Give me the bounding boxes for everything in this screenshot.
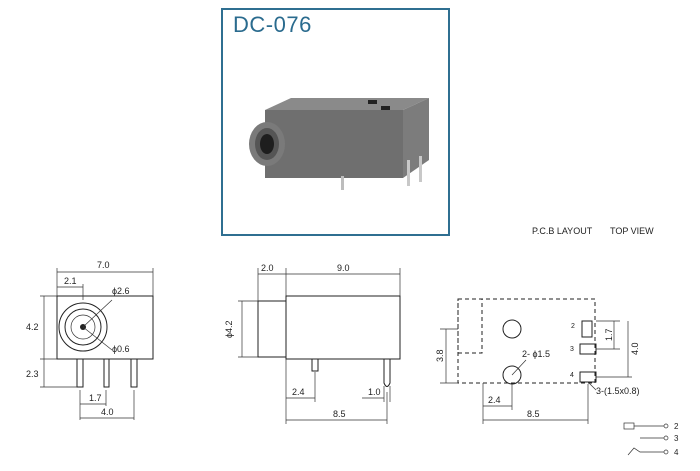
barrel-hole [260, 134, 274, 154]
top-slot-2 [381, 106, 390, 110]
schematic-label-4: 4 [674, 448, 679, 457]
pcb-pad-3-label: 3 [570, 346, 574, 353]
side-overall-label: 8.5 [333, 409, 346, 419]
pcb-height-label: 3.8 [435, 349, 445, 362]
side-body-outline [285, 295, 401, 360]
body-side-face [403, 98, 429, 178]
pcb-pad-3 [579, 343, 597, 355]
front-pin-dia-label: ϕ0.6 [112, 344, 130, 354]
front-pin-left [76, 358, 84, 388]
side-barrel-dia-label: ϕ4.2 [224, 320, 234, 338]
front-offset-label: 2.1 [64, 276, 77, 286]
body-front-face [265, 110, 403, 178]
pcb-layout-view: 3.8 2- ϕ1.5 2 3 4 1.7 4.0 3-(1.5x0.8) 2.… [435, 298, 640, 424]
pcb-offset-label: 2.4 [488, 395, 501, 405]
side-pin-offset-label: 2.4 [292, 387, 305, 397]
top-view-caption: TOP VIEW [610, 226, 654, 236]
pcb-hole-1 [502, 319, 522, 339]
pcb-pad-spacing-b-label: 4.0 [630, 342, 640, 355]
pin-1 [341, 176, 344, 190]
front-height-label: 4.2 [26, 322, 39, 332]
side-body-label: 9.0 [337, 263, 350, 273]
front-pin-spacing-a-label: 1.7 [89, 393, 102, 403]
product-image-frame [221, 8, 450, 236]
pin-2 [407, 160, 410, 186]
pin-3 [419, 156, 422, 182]
pcb-pad-2 [581, 320, 593, 338]
pcb-hole-dia-label: 2- ϕ1.5 [522, 349, 550, 359]
product-model-title: DC-076 [233, 12, 312, 37]
pcb-slot-label: 3-(1.5x0.8) [596, 386, 640, 396]
schematic-label-2: 2 [674, 422, 679, 431]
front-pin-spacing-b-label: 4.0 [101, 407, 114, 417]
front-outer-circle [58, 302, 108, 352]
side-barrel-outline [257, 300, 287, 358]
pcb-layout-caption: P.C.B LAYOUT [532, 226, 593, 236]
front-width-label: 7.0 [97, 260, 110, 270]
side-view: 2.0 9.0 ϕ4.2 2.4 1.0 8.5 [224, 263, 401, 424]
top-slot-1 [368, 100, 377, 104]
front-leg-label: 2.3 [26, 369, 39, 379]
front-view: 4.2 ϕ2.6 ϕ0.6 7.0 2.1 2.3 [26, 260, 154, 420]
schematic-label-3: 3 [674, 434, 679, 443]
pcb-pad-4-label: 4 [570, 372, 574, 379]
product-render [249, 98, 429, 190]
front-core-circle [70, 314, 96, 340]
pcb-overall-label: 8.5 [527, 409, 540, 419]
pcb-outline [457, 298, 596, 384]
side-pin-width-label: 1.0 [368, 387, 381, 397]
pcb-barrel-outline [457, 298, 483, 354]
pcb-pad-4 [579, 371, 597, 383]
schematic-jack [623, 422, 635, 430]
pcb-pad-2-label: 2 [571, 323, 575, 330]
side-barrel-label: 2.0 [261, 263, 274, 273]
pcb-pad-spacing-a-label: 1.7 [604, 328, 614, 341]
side-pin-small [311, 358, 319, 372]
front-pin-right [130, 358, 138, 388]
front-outer-dia-label: ϕ2.6 [112, 286, 130, 296]
front-pin-mid [103, 358, 110, 388]
front-inner-circle [64, 308, 102, 346]
schematic-symbol: 2 3 4 [623, 422, 679, 457]
side-pin-long [383, 359, 391, 387]
